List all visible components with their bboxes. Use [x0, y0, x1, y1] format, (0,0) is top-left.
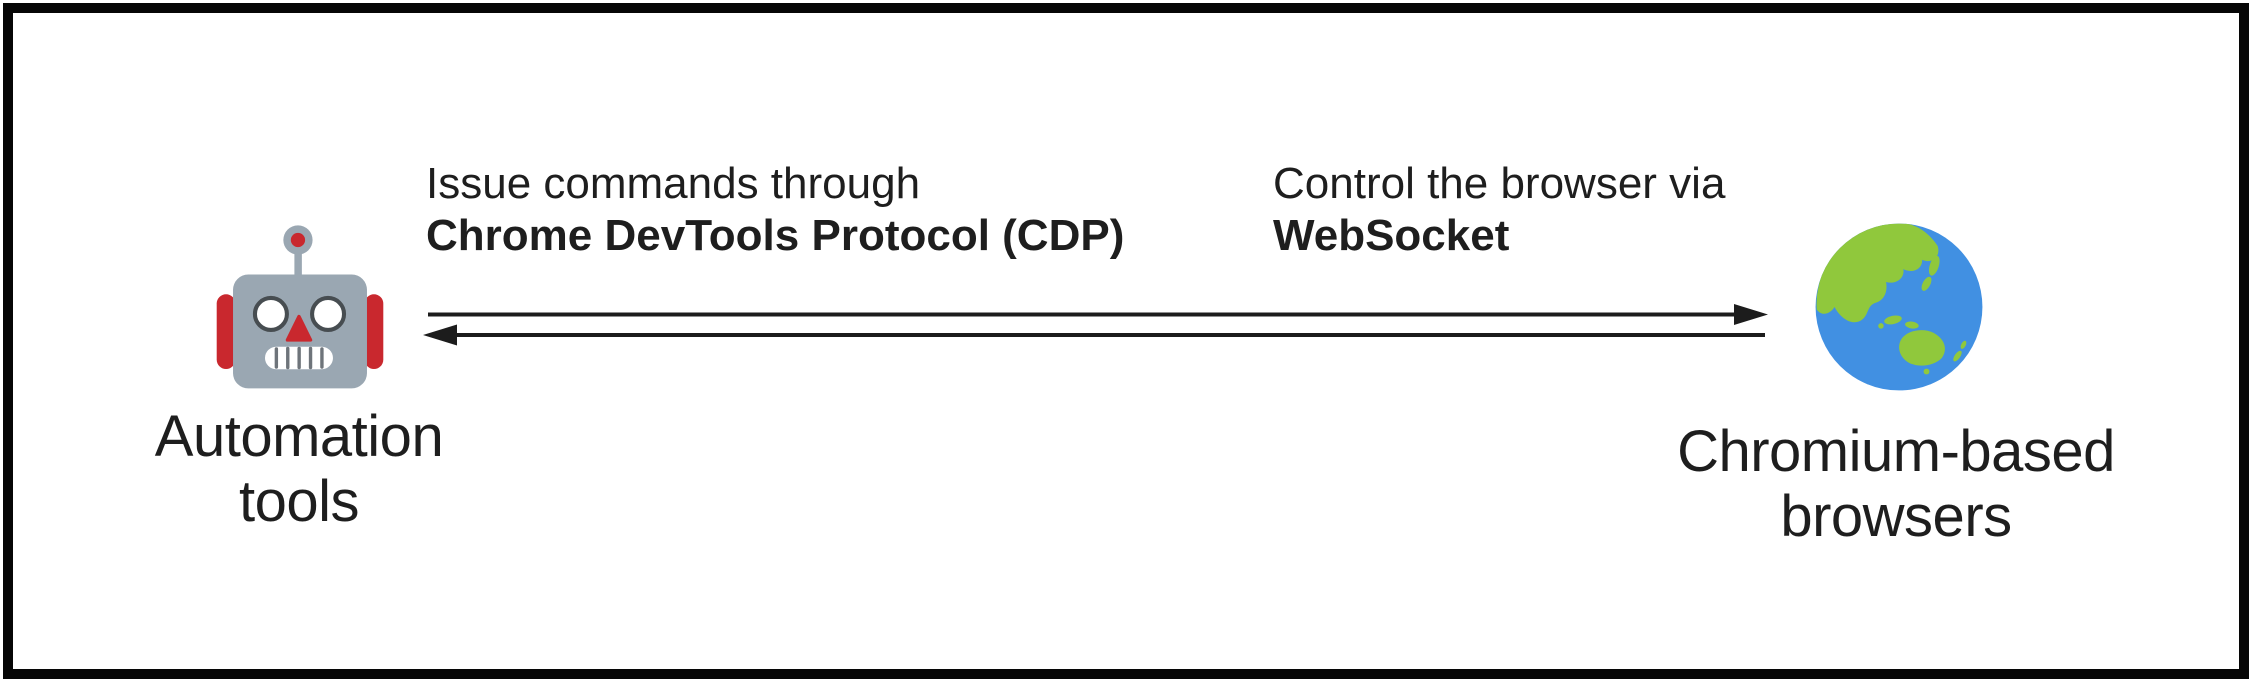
- robot-icon: [216, 225, 384, 389]
- left-node-label: Automation tools: [154, 404, 444, 534]
- websocket-annotation: Control the browser via WebSocket: [1273, 158, 1725, 262]
- diagram-border: [3, 3, 2249, 679]
- globe-landmasses: [1816, 223, 1967, 375]
- bidirectional-arrows: [423, 304, 1768, 346]
- robot-antenna-icon: [283, 225, 313, 279]
- globe-icon: [1815, 223, 1983, 391]
- cdp-annotation-line2: Chrome DevTools Protocol (CDP): [426, 211, 1125, 260]
- robot-ear-right: [364, 294, 384, 370]
- cdp-annotation-line1: Issue commands through: [426, 159, 921, 208]
- websocket-annotation-line1: Control the browser via: [1273, 159, 1726, 208]
- robot-mouth: [264, 346, 333, 370]
- robot-eye-right: [310, 295, 347, 332]
- websocket-annotation-line2: WebSocket: [1273, 211, 1510, 260]
- arrowhead-left-icon: [423, 324, 457, 346]
- arrowhead-right-icon: [1734, 304, 1768, 325]
- robot-eye-left: [252, 295, 289, 332]
- right-node-label: Chromium-based browsers: [1677, 419, 2115, 549]
- robot-ear-left: [216, 294, 236, 370]
- cdp-annotation: Issue commands through Chrome DevTools P…: [426, 158, 1124, 262]
- robot-nose: [285, 314, 313, 342]
